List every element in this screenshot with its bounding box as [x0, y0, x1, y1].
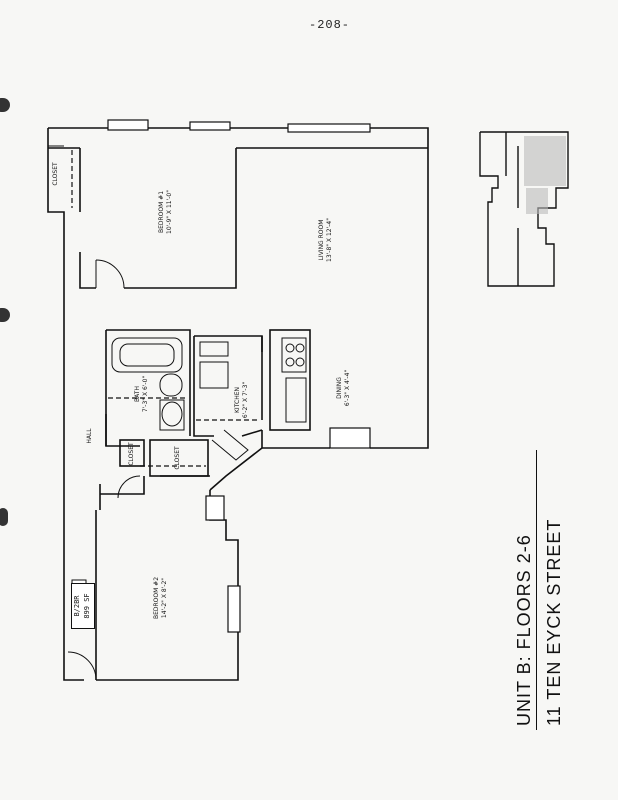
room-dims: 6'-2" X 7'-3"	[242, 381, 249, 419]
unit-type: B/2BR	[73, 595, 81, 617]
room-dims: 6'-3" X 4'-4"	[344, 369, 351, 407]
unit-area: 899 SF	[83, 593, 91, 619]
binder-hole	[0, 98, 10, 112]
key-plan-highlight	[526, 188, 548, 214]
unit-type-tag: B/2BR 899 SF	[71, 583, 95, 629]
room-dims: 10'-9" X 11'-0"	[166, 190, 173, 234]
room-label-closet-top: CLOSET	[52, 162, 59, 186]
room-dims: 13'-8" X 12'-4"	[326, 218, 333, 262]
title-line-1: UNIT B: FLOORS 2-6	[514, 534, 534, 726]
room-name: BATH	[134, 386, 141, 402]
room-name: LIVING ROOM	[318, 219, 325, 261]
room-name: DINING	[336, 377, 343, 399]
title-line-2: 11 TEN EYCK STREET	[544, 518, 564, 726]
room-label-kitchen: KITCHEN 6'-2" X 7'-3"	[234, 360, 250, 440]
room-label-bedroom1: BEDROOM #1 10'-9" X 11'-0"	[158, 172, 174, 252]
room-label-hall: HALL	[86, 428, 93, 444]
room-dims: 14'-2" X 8'-2"	[161, 577, 168, 619]
title-rule	[536, 450, 541, 730]
page-number: -208-	[309, 18, 351, 32]
binder-hole	[0, 308, 10, 322]
room-label-dining: DINING 6'-3" X 4'-4"	[336, 348, 352, 428]
room-label-closet-small: CLOSET	[128, 442, 135, 466]
room-label-bath: BATH 7'-3" X 6'-0"	[134, 354, 150, 434]
room-label-bedroom2: BEDROOM #2 14'-2" X 8'-2"	[153, 553, 169, 643]
key-plan-thumbnail	[479, 131, 569, 287]
room-label-closet-mid: CLOSET	[174, 446, 181, 470]
room-label-living: LIVING ROOM 13'-8" X 12'-4"	[318, 200, 334, 280]
room-name: BEDROOM #2	[153, 576, 160, 620]
key-plan-highlight	[524, 136, 566, 186]
room-name: BEDROOM #1	[158, 190, 165, 234]
binder-hole	[0, 508, 8, 526]
room-dims: 7'-3" X 6'-0"	[142, 375, 149, 413]
room-name: KITCHEN	[234, 387, 241, 413]
